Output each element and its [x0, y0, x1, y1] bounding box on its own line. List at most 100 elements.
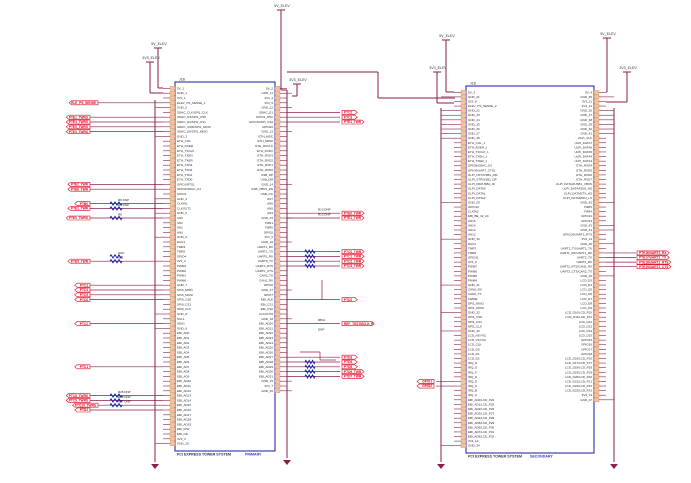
net-tag — [65, 215, 91, 221]
pin-pad — [169, 139, 176, 144]
net-label: PTE4_TWRS — [69, 120, 88, 124]
power-label: 5V_ELEV — [274, 4, 290, 8]
pin-pad — [460, 140, 467, 145]
pin-pad — [593, 287, 600, 292]
pin-pad — [460, 260, 467, 265]
pin-pad — [460, 159, 467, 164]
pin-name: 3V3_12 — [582, 104, 593, 108]
pin-pad — [460, 195, 467, 200]
pin-name: AN14 — [468, 223, 476, 227]
net-tag — [341, 263, 365, 269]
pin-pad — [274, 326, 281, 331]
pin-name: GPIO15 — [581, 338, 592, 342]
pin-pad — [169, 388, 176, 393]
net-label: ELE_PS_SENSE — [71, 101, 96, 105]
pin-pad — [169, 119, 176, 125]
pin-name: ETH_TXER_1 — [468, 159, 487, 163]
pin-name: GND_39 — [580, 122, 592, 126]
pin-pad — [460, 402, 467, 407]
pin-pad — [593, 108, 600, 113]
pin-name: CLKIN1 — [177, 202, 188, 206]
pin-name: UART1_RX/UART1_RX — [560, 251, 592, 255]
pin-pad — [169, 239, 176, 245]
pin-name: EBI_AD7 — [177, 365, 190, 369]
pin-name: GND_36 — [580, 109, 592, 113]
net-label: PTE0_TWR — [344, 211, 362, 215]
net-label: PTD3 — [344, 355, 352, 359]
pin-name: SDHC_D3/SPI1_CS0 — [177, 115, 206, 119]
pin-name: ETH_TXER — [177, 158, 194, 162]
pin-pad — [169, 191, 176, 197]
net-label: GPIO1 — [422, 380, 432, 384]
pin-pad — [169, 441, 176, 446]
pin-pad — [460, 383, 467, 389]
pin-name: AN7 — [267, 197, 273, 201]
pin-pad — [460, 246, 467, 251]
resistor — [109, 402, 123, 408]
pin-name: GND_8 — [177, 312, 187, 316]
pin-pad — [593, 255, 600, 260]
pin-pad — [169, 134, 176, 139]
net-tag — [74, 292, 91, 298]
pin-name: UART0_CTS — [256, 269, 273, 273]
pin-pad — [593, 379, 600, 384]
pin-name: GPIO1/RTS1 — [177, 182, 195, 186]
pin-name: LCD_D5 — [580, 288, 592, 292]
resistor — [109, 215, 123, 221]
pin-name: EBI_AD11 — [177, 384, 191, 388]
net-tag — [341, 374, 365, 379]
pin-name: EBI_AD27 — [259, 355, 273, 359]
pin-pad — [169, 268, 176, 273]
net-tag — [341, 254, 365, 259]
pin-pad — [274, 196, 281, 201]
pin-pad — [593, 241, 600, 246]
pin-name: 3V3_5 — [264, 101, 273, 105]
pin-name: CAN1_TX — [259, 274, 273, 278]
part-note: R6 DNP — [118, 198, 129, 202]
resistor — [304, 253, 316, 259]
net-label: PTE1_TWR — [344, 216, 362, 220]
net-label: PTC6 — [80, 298, 88, 302]
net-tag — [65, 114, 91, 120]
pin-pad — [460, 250, 467, 256]
pin-name: GND_30 — [468, 237, 480, 241]
pin-pad — [274, 273, 281, 278]
net-tag — [341, 114, 358, 120]
part-note: R8 — [118, 213, 122, 217]
pin-pad — [460, 136, 467, 141]
pin-pad — [593, 159, 600, 164]
pin-name: 3V3_11 — [582, 99, 592, 103]
pin-name: AN12 — [468, 233, 476, 237]
part-note: R11 — [118, 256, 124, 260]
pin-name: EBI_AD31 — [259, 374, 273, 378]
pin-name: ETH_TXEN_1 — [468, 155, 487, 159]
pin-pad — [593, 351, 600, 356]
pin-name: DAC2 — [468, 242, 476, 246]
pin-pad — [169, 422, 176, 427]
pin-name: ULPI_DATA7 — [574, 141, 592, 145]
pin-name: LCD_HSYNC — [468, 334, 487, 338]
pin-name: IRQ_G — [468, 366, 478, 370]
pin-name: EBI_AD22 — [259, 331, 273, 335]
pin-pad — [274, 335, 281, 341]
pin-name: ETH_TXD2 — [177, 168, 193, 172]
pin-pad — [274, 379, 281, 384]
pin-pad — [460, 356, 467, 361]
pin-name: CLKOUT1 — [177, 206, 191, 210]
net-tag — [341, 364, 358, 370]
pin-name: LCD_D14 — [579, 329, 593, 333]
pin-pad — [274, 158, 281, 163]
pin-pad — [460, 241, 467, 246]
pin-pad — [169, 379, 176, 384]
resistor — [109, 205, 123, 211]
pin-pad — [593, 333, 600, 338]
pin-name: EBI_AD3/LCD_P27 — [468, 412, 495, 416]
pin-pad — [169, 153, 176, 158]
pin-name: GND_41 — [580, 132, 592, 136]
pin-name: GND_38 — [580, 118, 592, 122]
pin-pad — [460, 443, 467, 448]
pin-pad — [274, 307, 281, 312]
net-label: REF_TESTMCLK_B — [344, 322, 374, 326]
